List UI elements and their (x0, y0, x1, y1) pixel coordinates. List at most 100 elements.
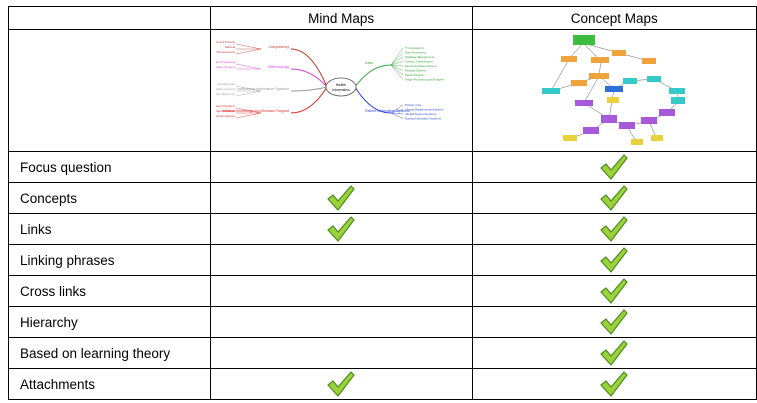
concept-map-thumbnail (542, 34, 686, 145)
mind-map-center-node (325, 77, 357, 96)
table-row: Attachments (8, 368, 757, 400)
mind-map-leaf-label: Clinical Departmental Systems (405, 107, 444, 111)
checkmark-icon (327, 185, 355, 211)
mind-map-leaf-label: Hospital Information Systems (216, 87, 236, 91)
mind-map-leaf-label: Information Systems (216, 65, 236, 69)
mind-map-cell (209, 337, 473, 369)
row-label: Linking phrases (8, 244, 211, 276)
mind-map-thumbnail-cell: Competency Education and TrainingNational… (209, 29, 473, 152)
mind-map-cell (209, 244, 473, 276)
row-label: Hierarchy (8, 306, 211, 338)
mind-map-leaf-label: Education and Training (216, 40, 235, 44)
mind-map-leaf-line (390, 47, 404, 65)
concept-map-cell (471, 337, 757, 369)
table-row: Hierarchy (8, 306, 757, 338)
mind-map-leaf-label: National (225, 45, 236, 49)
row-label: Links (8, 213, 211, 245)
mind-map-leaf-label: Clinical Support Systems (216, 104, 236, 108)
mind-map-leaf-line (390, 64, 404, 75)
table-row: Focus question (8, 151, 757, 183)
concept-map-cell (471, 151, 757, 183)
mind-map-branch-line (291, 86, 328, 113)
mind-map-leaf-line (236, 112, 262, 118)
mind-map-leaf-label: Medical Knowledge Acquisition (216, 109, 235, 113)
mind-map-leaf-line (391, 60, 404, 65)
mind-map-leaf-label: Modelling of Health Care (216, 82, 235, 86)
mind-map-leaf-line (236, 90, 262, 96)
table-row: Links (8, 213, 757, 245)
mind-map-leaf-line (236, 107, 262, 113)
mind-map-leaf-line (391, 64, 404, 66)
image-row: Competency Education and TrainingNational… (8, 29, 757, 152)
mind-map-leaf-label: Prediction Tools for Decision Support (216, 114, 235, 118)
table-row: Based on learning theory (8, 337, 757, 369)
mind-map-leaf-label: Data Processing (405, 50, 426, 54)
concept-map-cell (471, 182, 757, 214)
table-row: Cross links (8, 275, 757, 307)
mind-map-branch-line (354, 64, 392, 87)
mind-map-leaf-line (236, 85, 262, 91)
row-label: Focus question (8, 151, 211, 183)
checkmark-icon (600, 340, 628, 366)
mind-map-center-label: Health (336, 83, 346, 87)
mind-map-leaf-line (391, 64, 404, 71)
mind-map-leaf-label: IT Competency (405, 46, 425, 50)
mind-map-cell (209, 151, 473, 183)
mind-map-cell (209, 368, 473, 400)
mind-map-leaf-label: Patient Registry (405, 73, 425, 77)
mind-map-leaf-label: Primary Care (405, 103, 422, 107)
mind-map-branch-line (291, 48, 328, 87)
mind-map-branch-label: Data (365, 61, 373, 65)
mind-map-branch-label: Institutional Information Systems (237, 87, 289, 91)
checkmark-icon (600, 309, 628, 335)
concept-map-cell (471, 213, 757, 245)
row-label: Cross links (8, 275, 211, 307)
header-concept-maps: Concept Maps (471, 6, 757, 30)
checkmark-icon (327, 216, 355, 242)
mind-map-leaf-label: Information Processing (216, 60, 235, 64)
checkmark-icon (600, 247, 628, 273)
mind-map-branch-line (291, 86, 328, 91)
mind-map-branch-label: Patient Information Systems (365, 109, 410, 113)
header-mind-maps: Mind Maps (209, 6, 473, 30)
concept-map-cell (471, 275, 757, 307)
mind-map-leaf-line (236, 43, 262, 49)
row-label: Attachments (8, 368, 211, 400)
checkmark-icon (600, 371, 628, 397)
checkmark-icon (600, 278, 628, 304)
mind-map-leaf-label: Database Management (405, 55, 434, 59)
checkmark-icon (600, 154, 628, 180)
concept-map-cell (471, 368, 757, 400)
header-row: Mind Maps Concept Maps (8, 6, 757, 30)
image-row-label-cell (8, 29, 211, 152)
checkmark-icon (600, 185, 628, 211)
mind-map-center-label: Informatics (332, 88, 350, 92)
mind-map-branch-label: Medical Knowledge and Decision Support (223, 109, 290, 113)
checkmark-icon (327, 371, 355, 397)
mind-map-cell (209, 275, 473, 307)
mind-map-cell (209, 213, 473, 245)
comparison-table: Mind Maps Concept Maps Competency Educati… (8, 6, 757, 400)
mind-map-leaf-label: Health Information Resources (216, 92, 236, 96)
mind-map-branch-line (291, 68, 328, 87)
mind-map-leaf-label: Nursing Information Systems (405, 116, 442, 120)
mind-map-leaf-label: Hospital Systems (405, 68, 427, 72)
mind-map-branch-label: Competency (269, 45, 289, 49)
mind-map-leaf-line (390, 51, 404, 65)
header-cell-empty (8, 6, 211, 30)
mind-map-branch-line (354, 86, 392, 113)
concept-map-thumbnail-cell (471, 29, 757, 152)
row-label: Based on learning theory (8, 337, 211, 369)
concept-map-cell (471, 244, 757, 276)
mind-map-leaf-line (236, 63, 262, 69)
mind-map-cell (209, 182, 473, 214)
table-row: Concepts (8, 182, 757, 214)
mind-map-leaf-line (236, 48, 262, 54)
mind-map-cell (209, 306, 473, 338)
mind-map-leaf-label: Image Processing and Analysis (405, 77, 444, 81)
mind-map-leaf-label: Clinical Support Systems (405, 112, 437, 116)
mind-map-leaf-line (390, 64, 404, 80)
mind-map-thumbnail: Competency Education and TrainingNational… (216, 40, 444, 121)
mind-map-branch-label: Methodology (269, 65, 290, 69)
mind-map-leaf-line (391, 108, 404, 113)
